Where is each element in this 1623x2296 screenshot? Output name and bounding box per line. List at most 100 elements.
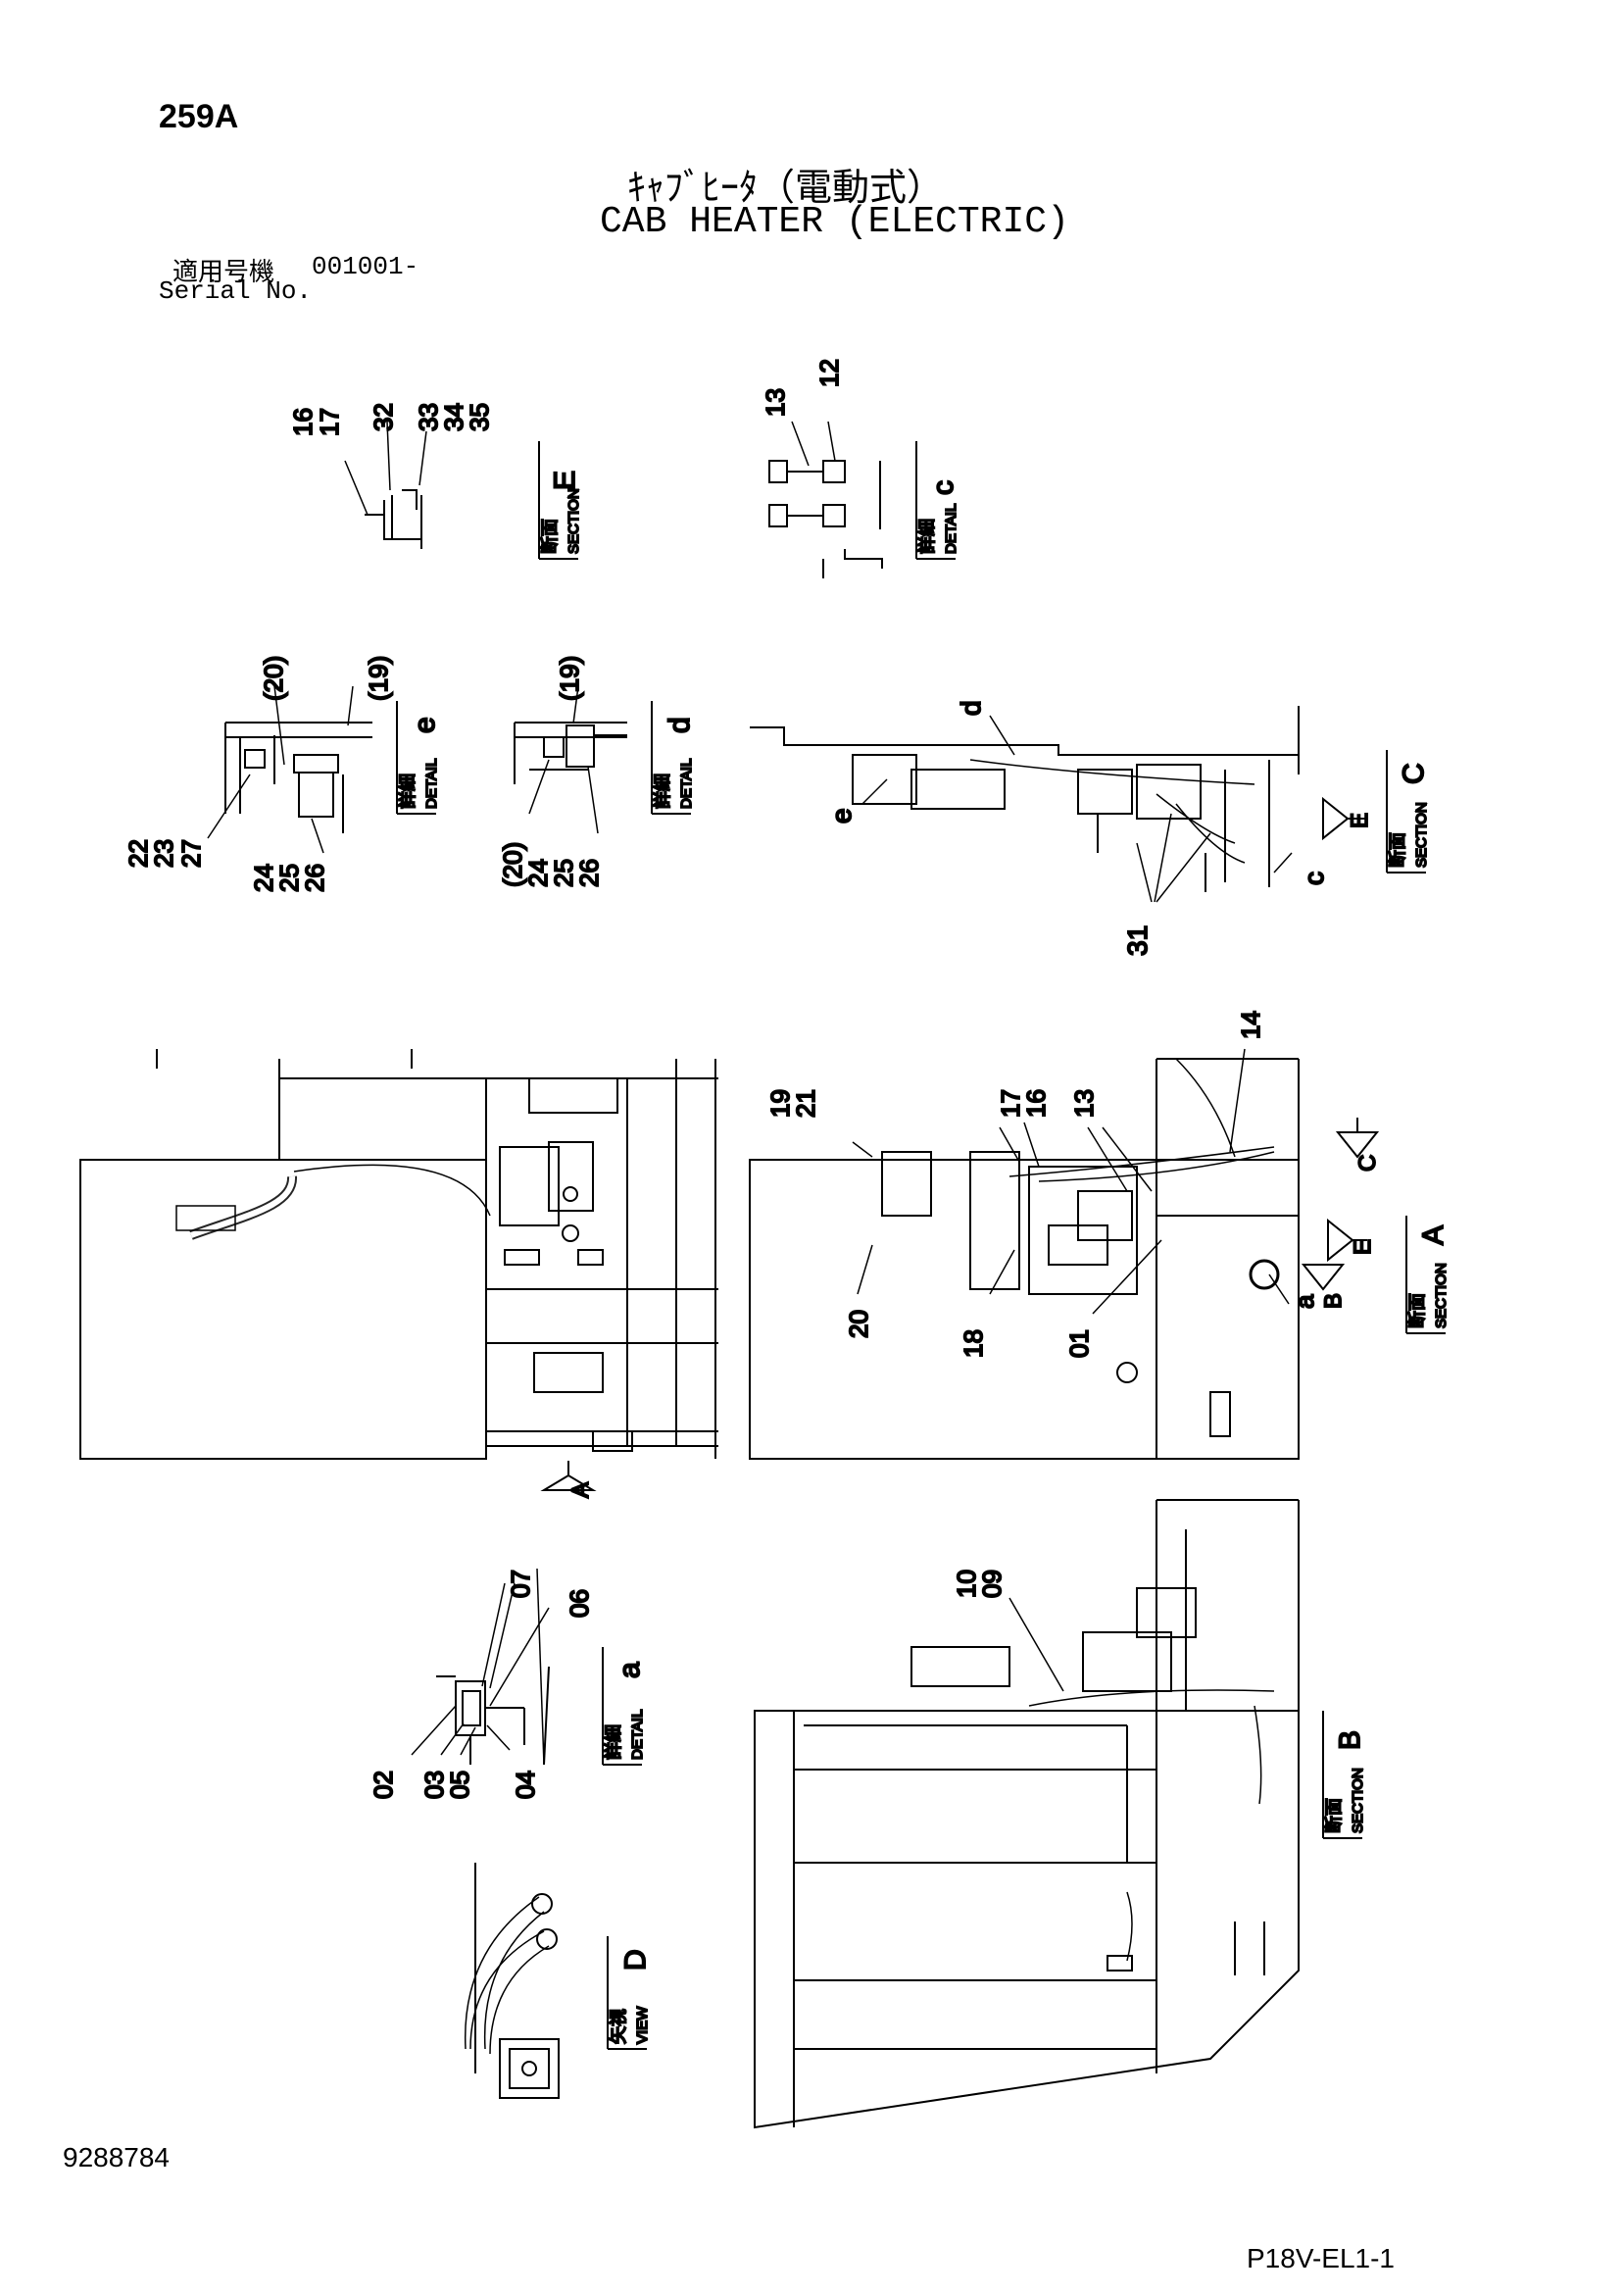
label-jp: 詳細 bbox=[604, 1724, 623, 1760]
callout-09: 09 bbox=[977, 1570, 1007, 1598]
callout-19: 19 bbox=[765, 1089, 795, 1118]
callout-26: 26 bbox=[574, 859, 604, 887]
drawing-number: 9288784 bbox=[63, 2142, 171, 2172]
callout-19: (19) bbox=[555, 656, 584, 701]
callout-33: 33 bbox=[414, 403, 443, 431]
label-letter: D bbox=[619, 1949, 652, 1971]
label-jp: 詳細 bbox=[917, 519, 937, 554]
label-jp: 断面 bbox=[1324, 1798, 1344, 1833]
detail-c-view: 13 12 詳細 DETAIL c bbox=[760, 358, 960, 578]
page-code: P18V-EL1-1 bbox=[1247, 2243, 1395, 2273]
page-number: 259A bbox=[159, 98, 239, 135]
arrow-label: E bbox=[1350, 1239, 1376, 1255]
detail-d-label: 詳細 DETAIL d bbox=[651, 701, 697, 815]
detail-a-label: 詳細 DETAIL a bbox=[602, 1647, 647, 1766]
callout-03: 03 bbox=[419, 1771, 449, 1799]
section-c-label: 断面 SECTION C bbox=[1386, 750, 1431, 873]
arrow-b: B bbox=[1301, 1264, 1348, 1310]
callout-10: 10 bbox=[952, 1570, 981, 1598]
callout-24: 24 bbox=[523, 859, 553, 887]
arrow-label: B bbox=[1320, 1293, 1347, 1309]
callout-21: 21 bbox=[791, 1089, 820, 1118]
detail-e-label: 詳細 DETAIL e bbox=[396, 701, 442, 815]
detail-a-view: 07 06 02 03 05 04 詳細 DETAIL a bbox=[368, 1568, 647, 1800]
label-letter: E bbox=[549, 471, 581, 490]
callout-labels: 16 17 32 33 34 35 bbox=[287, 402, 495, 437]
callout-12: 12 bbox=[814, 359, 844, 387]
callout-07: 07 bbox=[506, 1570, 535, 1598]
callout-18: 18 bbox=[959, 1329, 988, 1358]
callout-24: 24 bbox=[249, 864, 278, 892]
callout-04: 04 bbox=[511, 1771, 540, 1799]
callout-16: 16 bbox=[1021, 1089, 1051, 1118]
callout-34: 34 bbox=[439, 403, 468, 431]
view-d: 矢視 VIEW D bbox=[464, 1863, 653, 2099]
arrow-label: E bbox=[1347, 813, 1373, 828]
label-jp: 断面 bbox=[1388, 832, 1407, 868]
callout-25: 25 bbox=[274, 864, 304, 892]
callout-a: a bbox=[1290, 1294, 1319, 1309]
title-japanese: ｷｬﾌﾞﾋｰﾀ（電動式） bbox=[627, 166, 945, 209]
detail-e-view: (20) (19) 22 23 27 24 25 26 詳細 DETAIL e bbox=[123, 655, 442, 893]
arrow-e2: E bbox=[1327, 1218, 1377, 1263]
callout-35: 35 bbox=[465, 403, 494, 431]
callout-20: (20) bbox=[498, 842, 527, 887]
label-en: DETAIL bbox=[629, 1710, 646, 1760]
label-letter: c bbox=[927, 480, 959, 495]
label-jp: 詳細 bbox=[398, 774, 418, 809]
label-letter: A bbox=[1417, 1225, 1450, 1245]
detail-d-view: (19) (20) 24 25 26 詳細 DETAIL d bbox=[497, 655, 697, 888]
label-letter: C bbox=[1398, 763, 1430, 784]
callout-02: 02 bbox=[369, 1771, 398, 1799]
callout-31: 31 bbox=[1122, 925, 1153, 956]
main-cab-view: A bbox=[79, 1049, 718, 1499]
serial-number-value: 001001- bbox=[312, 252, 419, 281]
section-b-label: 断面 SECTION B bbox=[1322, 1711, 1367, 1839]
callout-20: 20 bbox=[844, 1310, 873, 1338]
callout-e: e bbox=[826, 808, 857, 824]
label-en: SECTION bbox=[1433, 1263, 1450, 1328]
callout-13: 13 bbox=[1069, 1089, 1099, 1118]
serial-label-japanese: 適用号機 bbox=[172, 258, 275, 287]
callout-14: 14 bbox=[1236, 1011, 1265, 1039]
callout-13: 13 bbox=[761, 388, 790, 417]
page-title: CAB HEATER (ELECTRIC) bbox=[600, 201, 1069, 243]
callout-c: c bbox=[1299, 872, 1329, 885]
callout-d: d bbox=[956, 700, 986, 716]
callout-22: 22 bbox=[123, 839, 153, 868]
label-jp: 矢視 bbox=[609, 2009, 628, 2044]
callout-23: 23 bbox=[149, 839, 178, 868]
callout-17: 17 bbox=[996, 1089, 1025, 1118]
section-a-view: 19 21 17 16 13 14 20 18 01 a C E B bbox=[749, 1010, 1451, 1460]
callout-26: 26 bbox=[300, 864, 329, 892]
label-jp: 断面 bbox=[1407, 1293, 1427, 1328]
arrow-c: C bbox=[1335, 1118, 1382, 1173]
label-en: SECTION bbox=[566, 488, 582, 554]
section-e-view: 16 17 32 33 34 35 断面 SECTION E bbox=[287, 402, 583, 560]
callout-27: 27 bbox=[176, 839, 206, 868]
callout-17: 17 bbox=[315, 408, 344, 436]
section-a-label: 断面 SECTION A bbox=[1405, 1216, 1451, 1334]
section-c-view: d e c 31 E 断面 SECTION C bbox=[750, 699, 1431, 957]
label-en: SECTION bbox=[1413, 802, 1430, 868]
label-letter: d bbox=[664, 717, 696, 733]
label-letter: a bbox=[614, 1662, 646, 1678]
callout-20: (20) bbox=[259, 656, 288, 701]
label-en: DETAIL bbox=[423, 759, 440, 809]
callout-32: 32 bbox=[369, 403, 398, 431]
label-en: DETAIL bbox=[678, 759, 695, 809]
label-en: DETAIL bbox=[943, 504, 959, 554]
label-jp: 断面 bbox=[540, 519, 560, 554]
callout-05: 05 bbox=[445, 1771, 474, 1799]
callout-01: 01 bbox=[1064, 1329, 1094, 1358]
callout-25: 25 bbox=[549, 859, 578, 887]
label-jp: 詳細 bbox=[653, 774, 672, 809]
arrow-e: E bbox=[1322, 796, 1374, 841]
label-en: VIEW bbox=[634, 2006, 651, 2044]
callout-06: 06 bbox=[565, 1589, 594, 1618]
serial-label: Serial No. bbox=[159, 276, 313, 306]
view-d-label: 矢視 VIEW D bbox=[607, 1936, 653, 2050]
arrow-label: C bbox=[1354, 1155, 1381, 1172]
callout-16: 16 bbox=[288, 408, 318, 436]
